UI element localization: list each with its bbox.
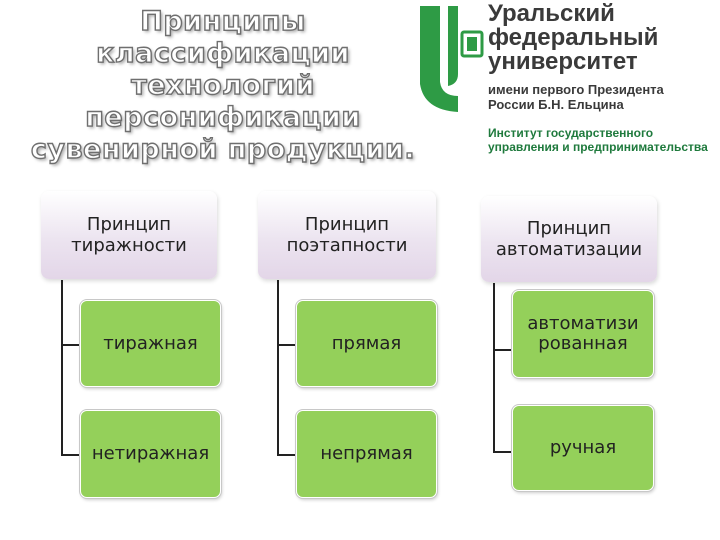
university-subtitle-line-1: имени первого Президента — [488, 82, 664, 97]
institute-name-line-1: Институт государственного — [488, 126, 654, 140]
urfu-emblem-icon — [420, 6, 484, 112]
leaf-indirect: непрямая — [296, 410, 437, 498]
university-name-line-3: университет — [488, 48, 638, 75]
university-name: Уральский федеральный университет — [488, 2, 718, 74]
leaf-direct: прямая — [296, 300, 437, 387]
university-name-line-2: федеральный — [488, 24, 659, 51]
leaf-mass-production: тиражная — [80, 300, 221, 387]
header-automation-principle: Принцип автоматизации — [481, 196, 657, 282]
university-subtitle-line-2: России Б.Н. Ельцина — [488, 97, 624, 112]
title-line-4: сувенирной продукции. — [30, 133, 416, 165]
title-line-1: Принципы классификации — [95, 5, 350, 69]
leaf-non-mass-production: нетиражная — [80, 410, 221, 498]
title-line-2: технологий — [130, 69, 315, 101]
university-name-line-1: Уральский — [488, 0, 615, 27]
leaf-automated: автоматизи рованная — [512, 290, 654, 378]
institute-name-line-2: управления и предпринимательства — [488, 140, 708, 154]
university-subtitle: имени первого Президента России Б.Н. Ель… — [488, 82, 718, 112]
slide-title: Принципы классификации технологий персон… — [18, 5, 428, 166]
title-line-3: персонификации — [85, 101, 361, 133]
institute-name: Институт государственного управления и п… — [488, 126, 720, 154]
leaf-manual: ручная — [512, 405, 654, 491]
university-logo: Уральский федеральный университет имени … — [418, 2, 720, 162]
header-circulation-principle: Принцип тиражности — [41, 191, 217, 279]
header-stage-principle: Принцип поэтапности — [258, 191, 436, 279]
